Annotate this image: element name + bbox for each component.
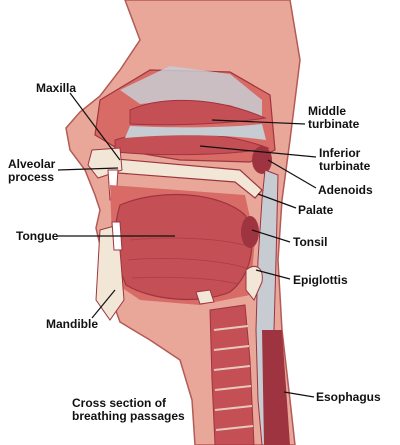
label-alveolar-process: Alveolar process <box>8 158 55 184</box>
trachea-rings <box>213 325 254 431</box>
adenoids-leader <box>267 159 317 189</box>
label-esophagus-text: Esophagus <box>316 390 381 404</box>
label-maxilla-text: Maxilla <box>36 81 77 95</box>
hyoid <box>195 289 215 305</box>
diagram-caption: Cross section of breathing passages <box>72 397 185 423</box>
label-epiglottis-text: Epiglottis <box>293 273 348 287</box>
tongue <box>114 193 253 301</box>
middle-turbinate-leader <box>211 119 306 125</box>
leader-lines <box>57 92 317 398</box>
mandible-leader <box>91 289 116 319</box>
adenoids <box>252 146 272 174</box>
label-palate-text: Palate <box>298 203 334 217</box>
label-esophagus: Esophagus <box>316 391 381 404</box>
caption-line1: Cross section of <box>72 396 167 410</box>
label-adenoids: Adenoids <box>318 184 373 197</box>
label-epiglottis: Epiglottis <box>293 274 348 287</box>
label-tongue: Tongue <box>16 230 58 243</box>
label-alveolar-line1: Alveolar <box>8 157 56 171</box>
label-middle-line1: Middle <box>308 104 346 118</box>
label-mandible-text: Mandible <box>46 317 99 331</box>
palate-leader <box>257 193 297 209</box>
middle-turbinate <box>129 99 267 126</box>
label-palate: Palate <box>298 204 333 217</box>
label-mandible: Mandible <box>46 318 98 331</box>
tongue-fibers <box>127 237 249 285</box>
label-middle-turbinate: Middle turbinate <box>308 105 359 131</box>
label-tongue-text: Tongue <box>16 229 59 243</box>
esophagus <box>262 330 290 445</box>
inferior-turbinate-leader <box>199 145 317 158</box>
label-inferior-line1: Inferior <box>319 146 361 160</box>
label-alveolar-line2: process <box>8 170 55 184</box>
airway-band <box>125 124 266 140</box>
caption-line2: breathing passages <box>72 409 185 423</box>
label-inferior-turbinate: Inferior turbinate <box>319 147 370 173</box>
label-middle-line2: turbinate <box>308 117 360 131</box>
label-inferior-line2: turbinate <box>319 159 371 173</box>
label-maxilla: Maxilla <box>36 82 76 95</box>
tonsil <box>241 216 259 248</box>
sinus-airway <box>120 66 262 118</box>
alveolar-leader <box>57 167 119 171</box>
label-adenoids-text: Adenoids <box>318 183 373 197</box>
maxilla-leader <box>69 92 121 161</box>
label-tonsil: Tonsil <box>293 236 327 249</box>
tonsil-leader <box>251 229 291 243</box>
esophagus-leader <box>283 391 315 398</box>
label-tonsil-text: Tonsil <box>293 235 328 249</box>
epiglottis-leader <box>255 269 291 280</box>
